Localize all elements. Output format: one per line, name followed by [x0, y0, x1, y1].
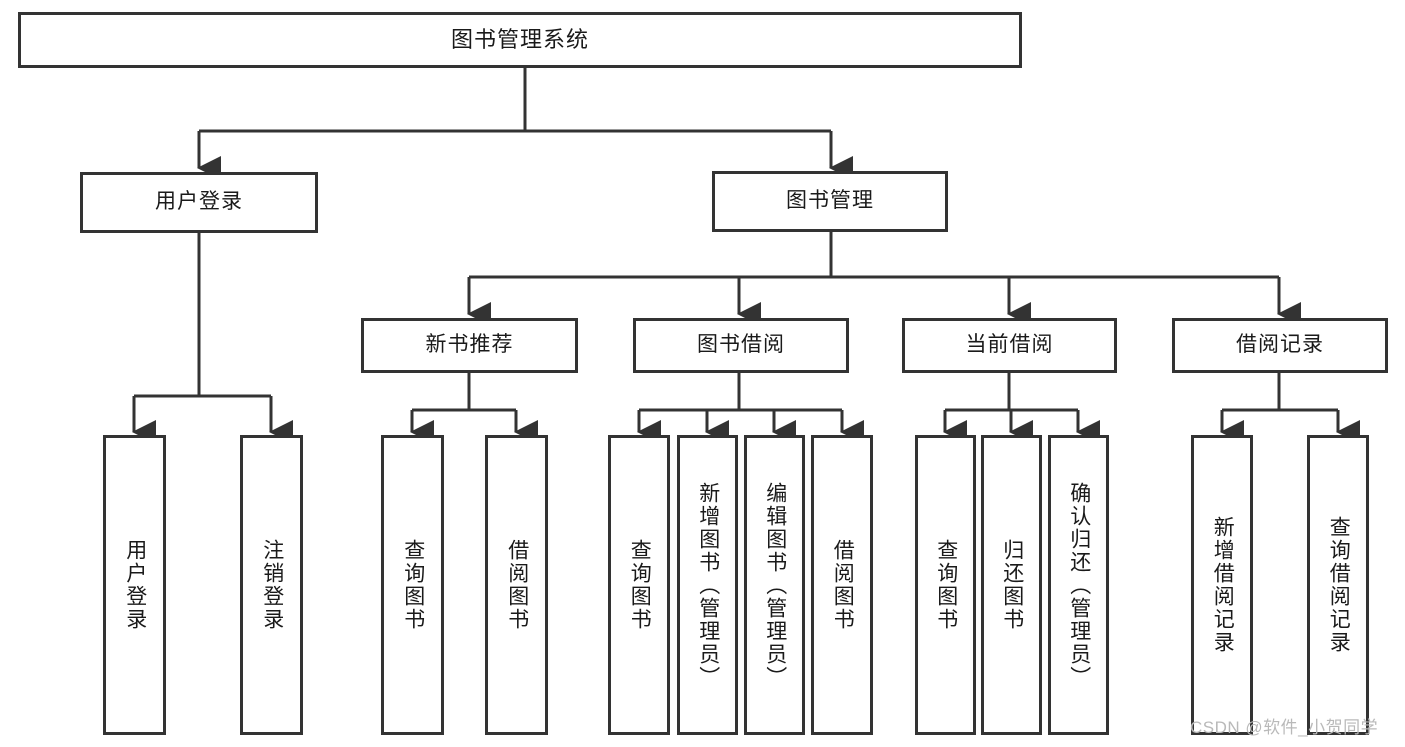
node-current-borrow[interactable]: 当前借阅	[902, 318, 1117, 373]
leaf-add-book[interactable]: 新增图书（管理员）	[677, 435, 738, 735]
node-user-login-label: 用户登录	[155, 190, 243, 214]
node-book-manage[interactable]: 图书管理	[712, 171, 948, 232]
leaf-logout-label: 注销登录	[260, 539, 284, 631]
node-book-borrow-label: 图书借阅	[697, 333, 785, 357]
leaf-edit-book-label: 编辑图书（管理员）	[763, 481, 787, 689]
leaf-return-book-label: 归还图书	[1000, 539, 1024, 631]
leaf-query-record-label: 查询借阅记录	[1327, 516, 1351, 654]
leaf-borrow-book-1[interactable]: 借阅图书	[485, 435, 548, 735]
leaf-query-book-2-label: 查询图书	[628, 539, 652, 631]
leaf-edit-book[interactable]: 编辑图书（管理员）	[744, 435, 805, 735]
leaf-user-login[interactable]: 用户登录	[103, 435, 166, 735]
leaf-return-book[interactable]: 归还图书	[981, 435, 1042, 735]
node-user-login[interactable]: 用户登录	[80, 172, 318, 233]
node-book-manage-label: 图书管理	[786, 189, 874, 213]
leaf-query-book-1[interactable]: 查询图书	[381, 435, 444, 735]
node-current-borrow-label: 当前借阅	[965, 333, 1054, 357]
leaf-query-book-3[interactable]: 查询图书	[915, 435, 976, 735]
node-borrow-record[interactable]: 借阅记录	[1172, 318, 1388, 373]
node-new-book-recommend-label: 新书推荐	[425, 333, 514, 357]
leaf-confirm-return-label: 确认归还（管理员）	[1067, 481, 1091, 689]
node-book-borrow[interactable]: 图书借阅	[633, 318, 849, 373]
leaf-query-book-1-label: 查询图书	[401, 539, 425, 631]
leaf-borrow-book-2[interactable]: 借阅图书	[811, 435, 873, 735]
leaf-borrow-book-2-label: 借阅图书	[831, 539, 855, 631]
leaf-borrow-book-1-label: 借阅图书	[505, 539, 529, 631]
leaf-logout[interactable]: 注销登录	[240, 435, 303, 735]
node-root-label: 图书管理系统	[450, 27, 589, 53]
leaf-query-book-3-label: 查询图书	[934, 539, 958, 631]
leaf-query-record[interactable]: 查询借阅记录	[1307, 435, 1369, 735]
leaf-add-book-label: 新增图书（管理员）	[696, 481, 720, 689]
leaf-user-login-label: 用户登录	[123, 539, 147, 631]
leaf-add-record[interactable]: 新增借阅记录	[1191, 435, 1253, 735]
node-root[interactable]: 图书管理系统	[18, 12, 1022, 68]
leaf-query-book-2[interactable]: 查询图书	[608, 435, 670, 735]
node-new-book-recommend[interactable]: 新书推荐	[361, 318, 578, 373]
leaf-add-record-label: 新增借阅记录	[1211, 516, 1235, 654]
leaf-confirm-return[interactable]: 确认归还（管理员）	[1048, 435, 1109, 735]
node-borrow-record-label: 借阅记录	[1236, 333, 1324, 357]
csdn-watermark: CSDN @软件_小贺同学	[1190, 718, 1379, 737]
